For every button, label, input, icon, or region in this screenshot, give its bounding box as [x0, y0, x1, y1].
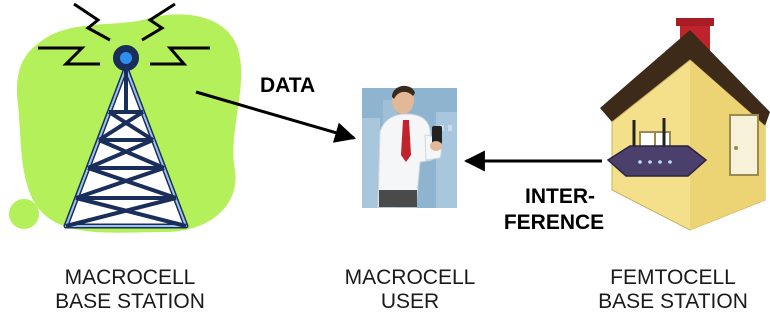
data-label: DATA: [260, 74, 316, 97]
macrocell-user-label: MACROCELL USER: [320, 266, 500, 314]
femtocell-bs-label-line2: BASE STATION: [598, 290, 748, 313]
interference-label-line2: FERENCE: [503, 211, 605, 234]
signal-waves-icon: [38, 2, 210, 66]
tower-icon: [63, 45, 189, 229]
house-icon: [600, 18, 770, 231]
macrocell-user-label-line1: MACROCELL: [344, 266, 476, 289]
interference-label-line1: INTER-: [525, 185, 595, 208]
user-icon: [362, 85, 457, 208]
macrocell-bs-label: MACROCELL BASE STATION: [35, 266, 225, 314]
femtocell-bs-label: FEMTOCELL BASE STATION: [578, 266, 768, 314]
macrocell-bs-label-line2: BASE STATION: [55, 290, 205, 313]
macrocell-bs-label-line1: MACROCELL: [64, 266, 196, 289]
femtocell-bs-label-line1: FEMTOCELL: [610, 266, 736, 289]
router-icon: [606, 118, 708, 177]
data-arrow: [195, 90, 357, 143]
macrocell-user-label-line2: USER: [380, 290, 440, 313]
interference-label: INTER- FERENCE: [498, 184, 610, 236]
